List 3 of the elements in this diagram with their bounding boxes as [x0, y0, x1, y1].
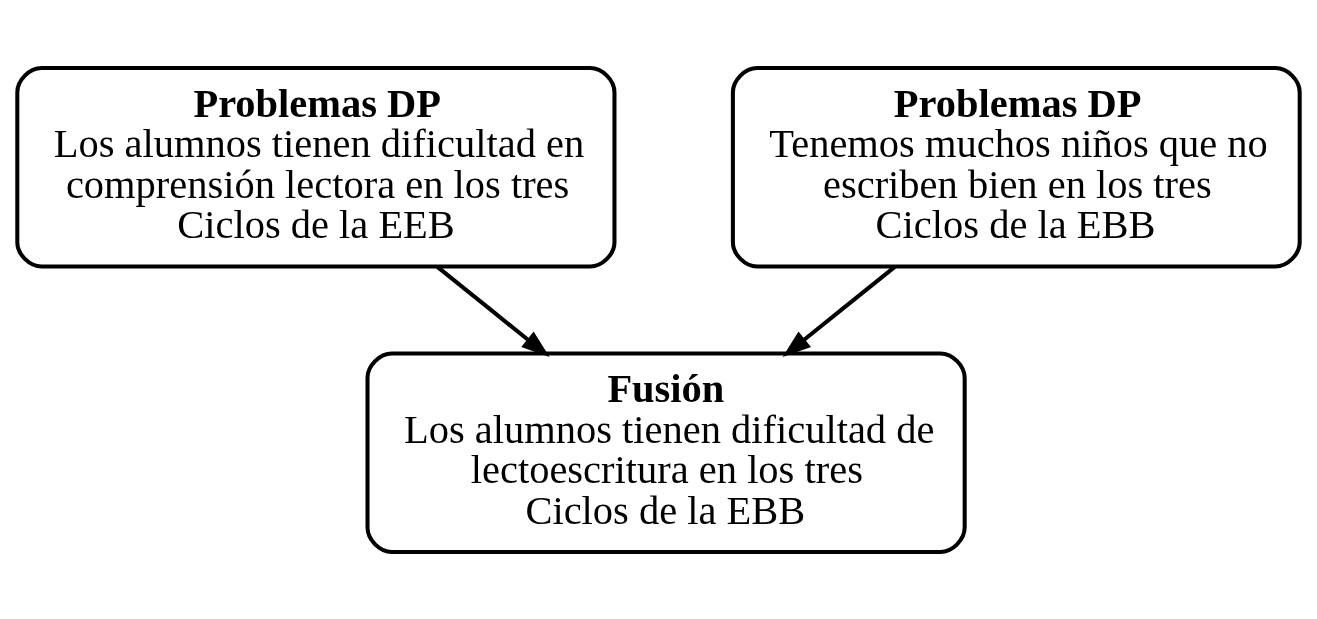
node-box: Problemas DP Tenemos muchos niños que no escriben bien en los tres Ciclos de la EBB: [730, 65, 1302, 268]
node-box: Fusión Los alumnos tienen dificultad de lectoescritura en los tres Ciclos de la EBB: [365, 351, 967, 554]
node-box: Problemas DP Los alumnos tienen dificultad en comprensión lectora en los tres Ciclos de la EEB: [15, 65, 617, 268]
